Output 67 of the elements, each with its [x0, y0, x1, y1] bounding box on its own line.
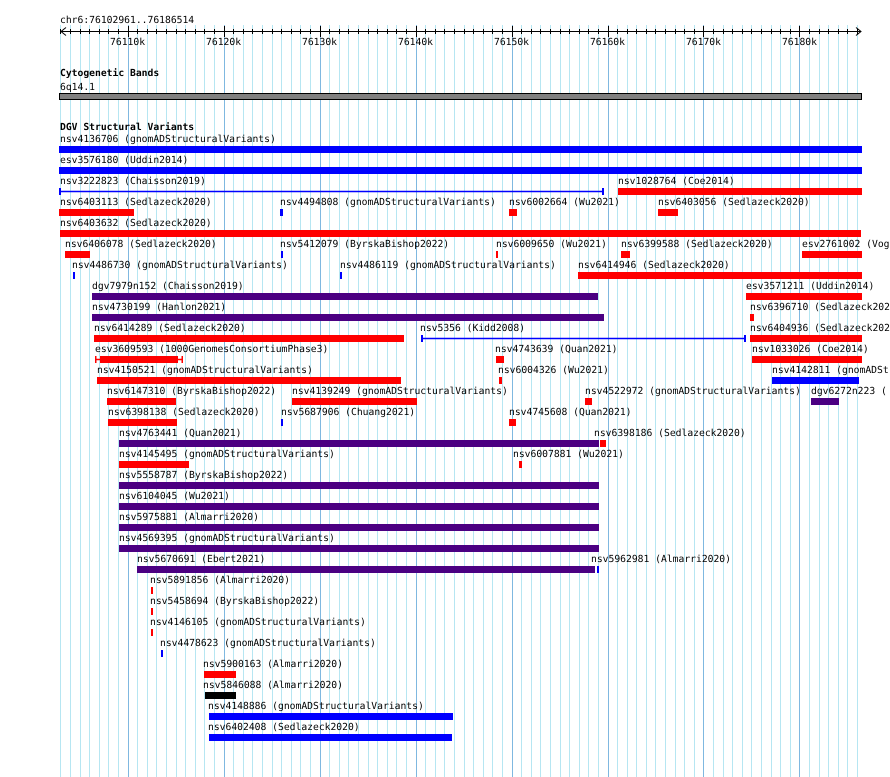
- variant-label: nsv1033026 (Coe2014): [752, 344, 869, 355]
- variant-label: nsv4150521 (gnomADStructuralVariants): [97, 365, 313, 376]
- variant-label: nsv5975881 (Almarri2020): [119, 512, 259, 523]
- variant-label: nsv3222823 (Chaisson2019): [60, 176, 206, 187]
- variant-label: dgv7979n152 (Chaisson2019): [92, 281, 244, 292]
- variant-label: nsv6009650 (Wu2021): [496, 239, 607, 250]
- variant-label: esv3609593 (1000GenomesConsortiumPhase3): [95, 344, 328, 355]
- variant-label: nsv6414946 (Sedlazeck2020): [578, 260, 730, 271]
- tick-label: 76110k: [110, 37, 146, 48]
- variant-label: nsv5670691 (Ebert2021): [137, 554, 266, 565]
- variant-label: nsv4494808 (gnomADStructuralVariants): [280, 197, 496, 208]
- variant-label: nsv4478623 (gnomADStructuralVariants): [160, 638, 376, 649]
- variant-label: nsv1028764 (Coe2014): [618, 176, 735, 187]
- variant-label: nsv6403056 (Sedlazeck2020): [658, 197, 810, 208]
- variant-label: nsv6399588 (Sedlazeck2020): [621, 239, 773, 250]
- variant-label: nsv6004326 (Wu2021): [498, 365, 609, 376]
- tick-label: 76170k: [686, 37, 721, 48]
- track-title: Cytogenetic Bands: [60, 68, 160, 79]
- variant-label: nsv6404936 (Sedlazeck202: [750, 323, 890, 334]
- variant-label: nsv6104045 (Wu2021): [119, 491, 230, 502]
- variant-label: nsv4743639 (Quan2021): [495, 344, 618, 355]
- variant-label: nsv6398138 (Sedlazeck2020): [108, 407, 260, 418]
- variant-label: nsv5558787 (ByrskaBishop2022): [119, 470, 288, 481]
- variant-label: nsv6147310 (ByrskaBishop2022): [107, 386, 276, 397]
- variant-label: nsv4145495 (gnomADStructuralVariants): [119, 449, 335, 460]
- variant-label: nsv4745608 (Quan2021): [509, 407, 632, 418]
- variant-label: nsv4139249 (gnomADStructuralVariants): [292, 386, 508, 397]
- tick-label: 76130k: [302, 37, 338, 48]
- variant-label: nsv4146105 (gnomADStructuralVariants): [150, 617, 366, 628]
- variant-label: nsv4569395 (gnomADStructuralVariants): [119, 533, 335, 544]
- variant-label: nsv5900163 (Almarri2020): [203, 659, 343, 670]
- variant-label: nsv6402408 (Sedlazeck2020): [208, 722, 360, 733]
- variant-label: dgv6272n223 (: [811, 386, 887, 397]
- tick-label: 76150k: [494, 37, 529, 48]
- tick-label: 76180k: [782, 37, 817, 48]
- variant-label: esv3571211 (Uddin2014): [746, 281, 874, 292]
- tick-label: 76160k: [590, 37, 625, 48]
- variant-label: nsv5458694 (ByrskaBishop2022): [150, 596, 320, 607]
- variant-label: nsv4148886 (gnomADStructuralVariants): [208, 701, 424, 712]
- variant-label: nsv4486119 (gnomADStructuralVariants): [340, 260, 556, 271]
- variant-label: nsv5687906 (Chuang2021): [281, 407, 416, 418]
- variant-label: nsv6403113 (Sedlazeck2020): [60, 197, 212, 208]
- variant-label: nsv4136706 (gnomADStructuralVariants): [60, 134, 276, 145]
- variant-label: nsv5412079 (ByrskaBishop2022): [280, 239, 450, 250]
- variant-label: nsv6414289 (Sedlazeck2020): [94, 323, 246, 334]
- band-label: 6q14.1: [60, 82, 95, 93]
- variant-label: nsv6398186 (Sedlazeck2020): [594, 428, 746, 439]
- variant-label: nsv5962981 (Almarri2020): [591, 554, 731, 565]
- variant-label: nsv5846088 (Almarri2020): [203, 680, 343, 691]
- variant-label: nsv6406078 (Sedlazeck2020): [65, 239, 217, 250]
- variant-label: nsv6396710 (Sedlazeck202: [750, 302, 890, 313]
- variant-label: nsv4486730 (gnomADStructuralVariants): [72, 260, 288, 271]
- variant-label: nsv6002664 (Wu2021): [509, 197, 620, 208]
- location-label: chr6:76102961..76186514: [60, 15, 194, 26]
- variant-label: nsv4763441 (Quan2021): [119, 428, 242, 439]
- variant-label: nsv4730199 (Hanlon2021): [92, 302, 226, 313]
- variant-label: nsv5356 (Kidd2008): [420, 323, 525, 334]
- tick-label: 76120k: [206, 37, 242, 48]
- variant-label: esv2761002 (Vog: [802, 239, 890, 250]
- variant-label: nsv5891856 (Almarri2020): [150, 575, 290, 586]
- tick-label: 76140k: [398, 37, 433, 48]
- variant-label: nsv6403632 (Sedlazeck2020): [60, 218, 212, 229]
- variant-label: esv3576180 (Uddin2014): [60, 155, 188, 166]
- variant-label: nsv6007881 (Wu2021): [513, 449, 624, 460]
- track-title: DGV Structural Variants: [60, 122, 194, 133]
- variant-label: nsv4142811 (gnomADSt: [772, 365, 889, 376]
- variant-label: nsv4522972 (gnomADStructuralVariants): [585, 386, 801, 397]
